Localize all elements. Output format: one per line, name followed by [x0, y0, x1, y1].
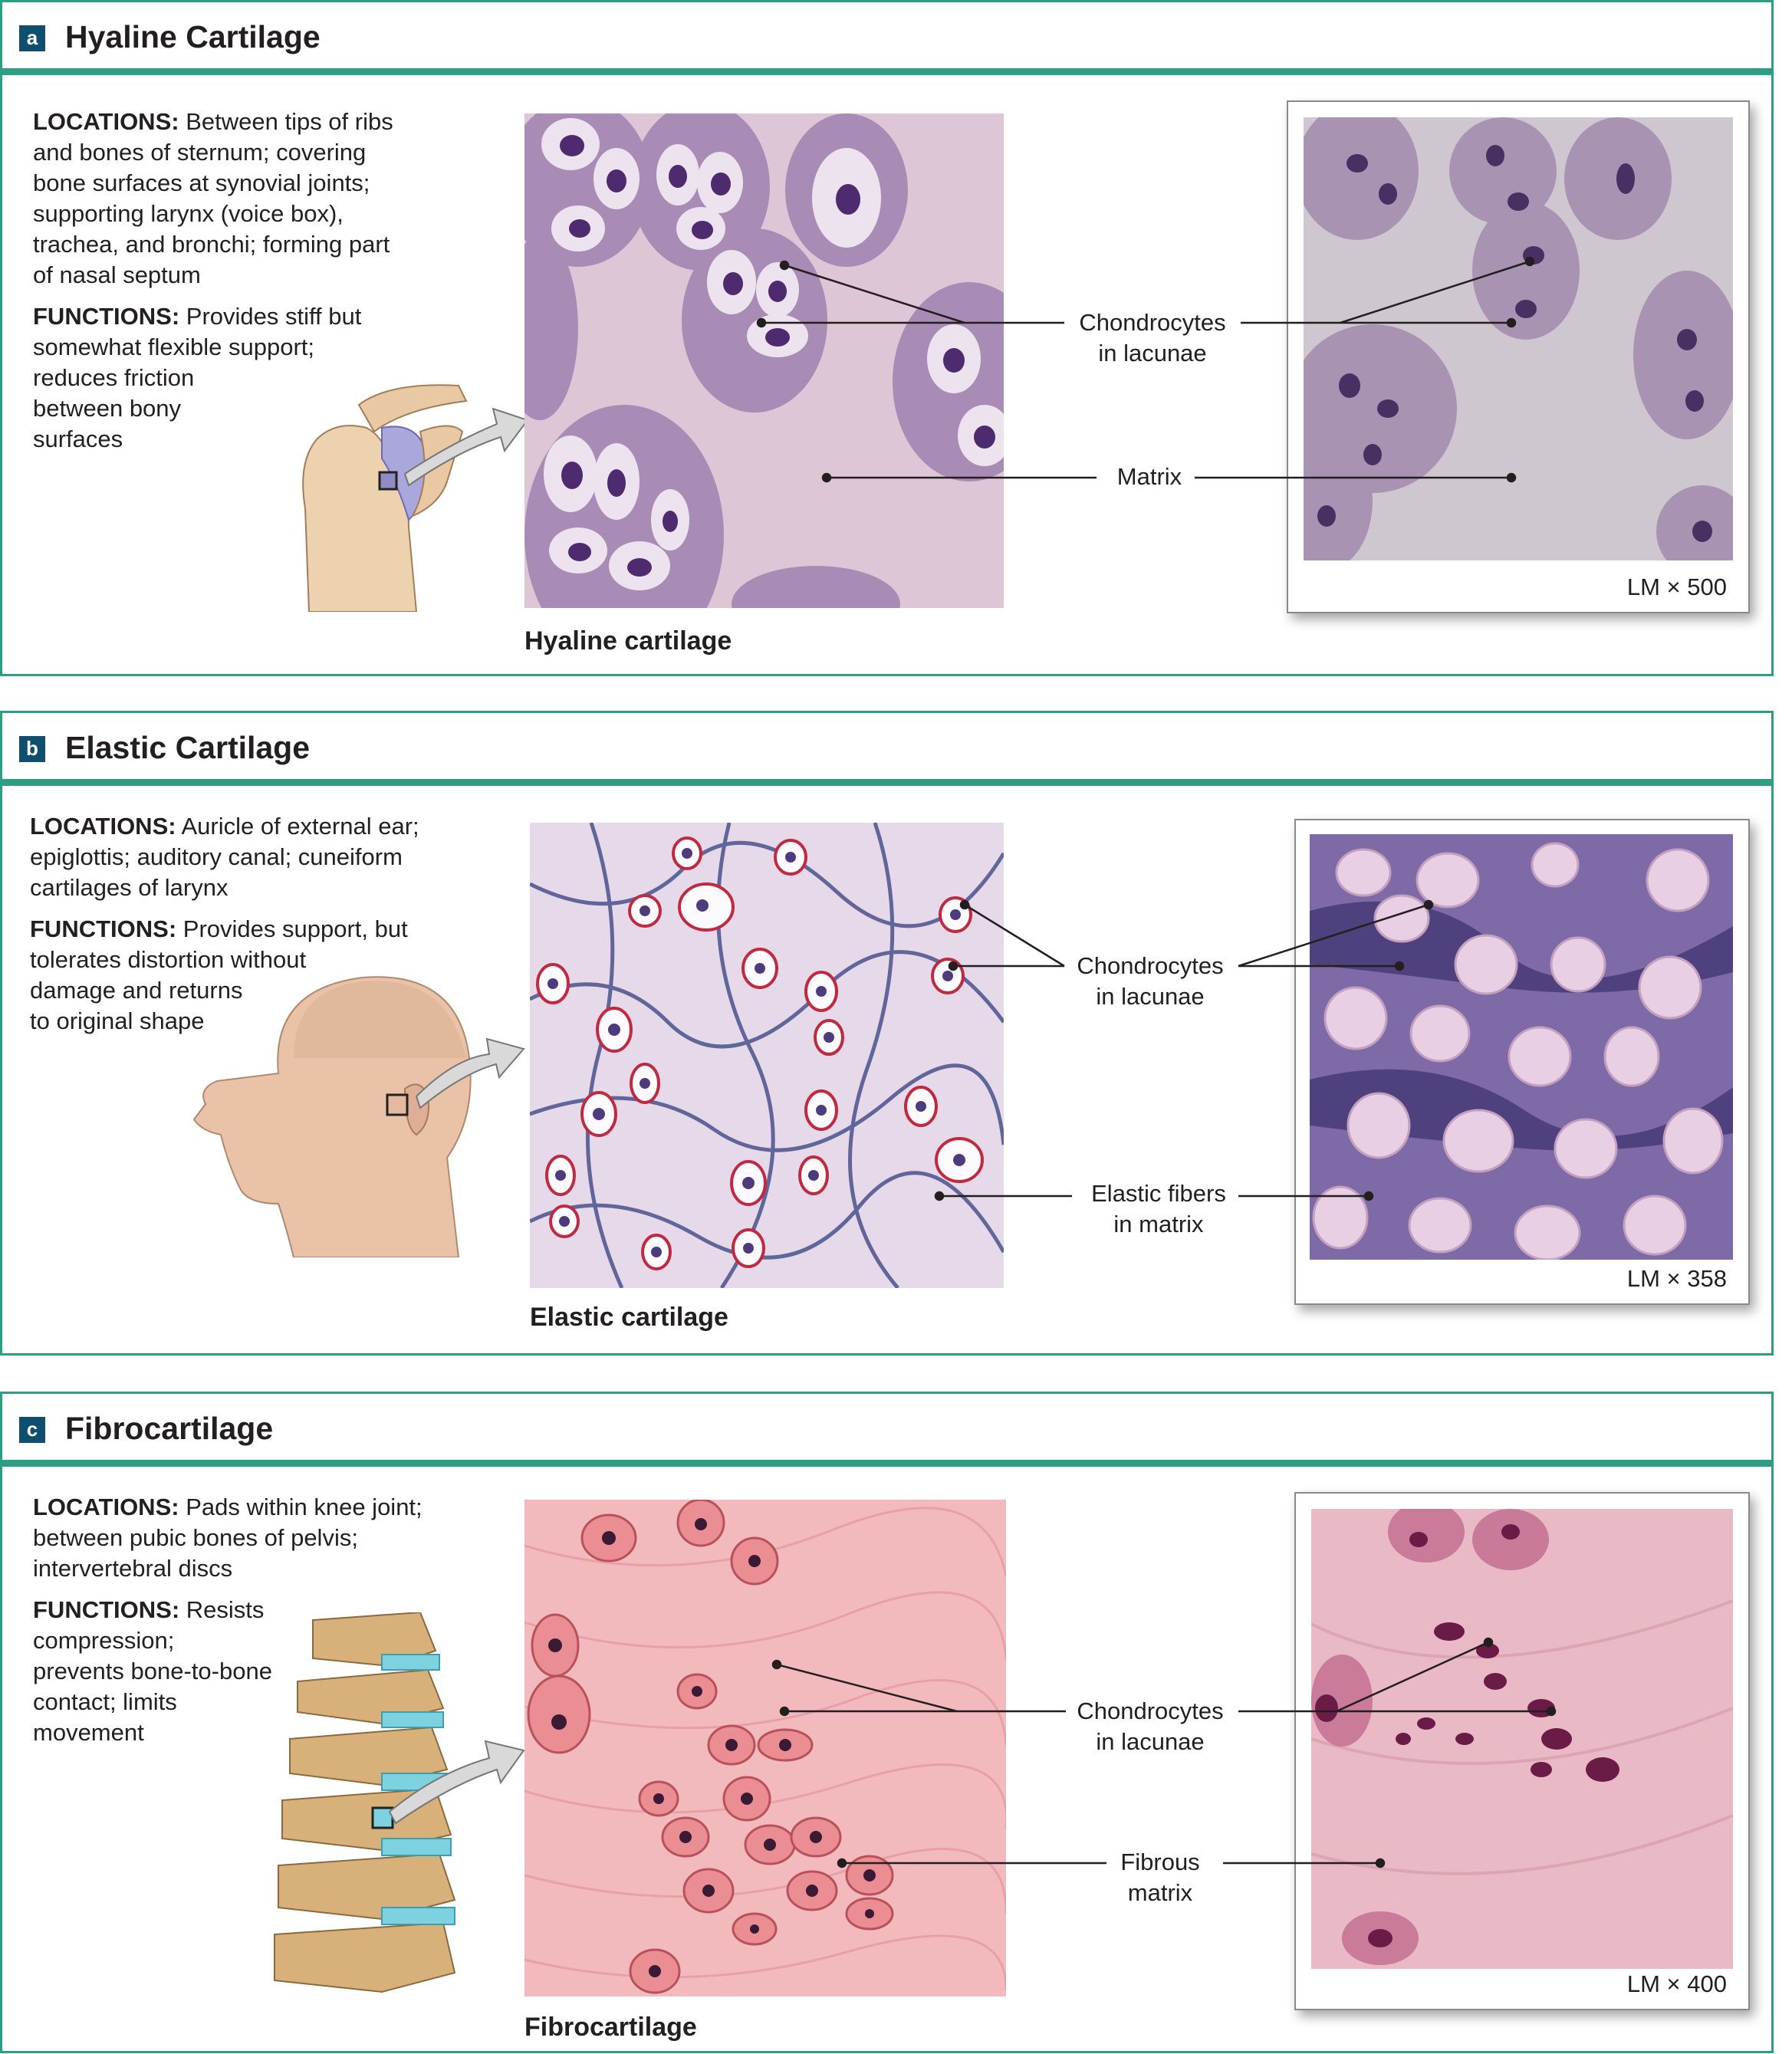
locations-line: trachea, and bronchi; forming part — [33, 231, 390, 258]
locations-line: cartilages of larynx — [30, 874, 229, 901]
head-ear-icon — [192, 976, 525, 1257]
functions-heading: FUNCTIONS: — [30, 915, 177, 942]
callout-line: in matrix — [1113, 1211, 1204, 1237]
callout-line: matrix — [1127, 1879, 1193, 1906]
panel-header: a Hyaline Cartilage — [2, 2, 1771, 75]
functions-line: surfaces — [33, 426, 123, 452]
functions-text: FUNCTIONS: Provides stiff but somewhat f… — [33, 301, 462, 455]
description: LOCATIONS: Between tips of ribs and bone… — [33, 107, 462, 465]
callout-line: in lacunae — [1096, 983, 1205, 1010]
panel-title: Hyaline Cartilage — [65, 19, 321, 54]
callout-line: Elastic fibers — [1091, 1180, 1226, 1207]
locations-text: LOCATIONS: Between tips of ribs and bone… — [33, 107, 462, 291]
locations-line: of nasal septum — [33, 261, 201, 288]
callout-line: in lacunae — [1098, 340, 1207, 366]
panel-header: c Fibrocartilage — [2, 1394, 1771, 1467]
functions-line: movement — [33, 1719, 144, 1746]
magnification-label: LM × 500 — [1626, 573, 1727, 600]
panel-badge: a — [19, 25, 45, 51]
description: LOCATIONS: Pads within knee joint; betwe… — [33, 1492, 493, 1759]
functions-line: tolerates distortion without — [30, 946, 307, 973]
micrograph — [1310, 834, 1733, 1260]
locations-text: LOCATIONS: Pads within knee joint; betwe… — [33, 1492, 493, 1584]
micrograph — [1311, 1509, 1733, 1969]
functions-line: damage and returns — [30, 977, 243, 1004]
callout-matrix: Matrix — [1050, 462, 1249, 492]
functions-line: between bony — [33, 395, 182, 422]
locations-text: LOCATIONS: Auricle of external ear; epig… — [30, 811, 490, 903]
callout-line: Chondrocytes — [1077, 1697, 1224, 1724]
functions-line: Resists — [186, 1596, 265, 1623]
locations-line: and bones of sternum; covering — [33, 139, 367, 166]
diagram-label: Elastic cartilage — [530, 1303, 728, 1332]
locations-heading: LOCATIONS: — [33, 108, 179, 135]
panel-elastic-cartilage: b Elastic Cartilage LOCATIONS: Auricle o… — [0, 711, 1774, 1356]
panel-fibrocartilage: c Fibrocartilage LOCATIONS: Pads within … — [0, 1392, 1774, 2053]
micrograph — [1304, 117, 1733, 560]
callout-elastic-fibers: Elastic fibers in matrix — [1059, 1178, 1258, 1240]
callout-chondrocytes: Chondrocytes in lacunae — [1051, 1696, 1250, 1757]
callout-line: Chondrocytes — [1077, 952, 1224, 979]
locations-line: Between tips of ribs — [186, 108, 393, 135]
functions-line: somewhat flexible support; — [33, 334, 315, 360]
fibro-diagram — [524, 1500, 1006, 1996]
functions-text: FUNCTIONS: Resists compression; prevents… — [33, 1595, 493, 1748]
elastic-diagram — [530, 823, 1004, 1288]
hyaline-diagram — [524, 113, 1004, 608]
nuclei — [560, 135, 995, 577]
magnification-label: LM × 358 — [1626, 1265, 1727, 1292]
diagram-label: Fibrocartilage — [524, 2013, 697, 2042]
functions-line: prevents bone-to-bone — [33, 1658, 272, 1684]
panel-title: Elastic Cartilage — [65, 730, 311, 765]
callout-line: Chondrocytes — [1079, 309, 1226, 336]
locations-heading: LOCATIONS: — [33, 1494, 179, 1520]
callout-fibrous-matrix: Fibrous matrix — [1060, 1847, 1260, 1908]
functions-line: Provides stiff but — [186, 303, 362, 330]
locations-line: supporting larynx (voice box), — [33, 200, 344, 227]
locations-line: between pubic bones of pelvis; — [33, 1524, 358, 1551]
functions-heading: FUNCTIONS: — [33, 1596, 180, 1623]
callout-line: Matrix — [1116, 463, 1182, 490]
panel-header: b Elastic Cartilage — [2, 713, 1771, 786]
functions-line: compression; — [33, 1627, 175, 1654]
locations-line: epiglottis; auditory canal; cuneiform — [30, 843, 403, 870]
panel-hyaline-cartilage: a Hyaline Cartilage LOCATIONS: Between t… — [0, 0, 1774, 676]
locations-line: intervertebral discs — [33, 1555, 233, 1582]
locations-heading: LOCATIONS: — [30, 813, 176, 840]
functions-heading: FUNCTIONS: — [33, 303, 180, 330]
panel-badge: c — [19, 1417, 45, 1443]
micrograph-frame: LM × 500 — [1287, 100, 1750, 613]
callout-line: Fibrous — [1120, 1849, 1200, 1875]
diagram-label: Hyaline cartilage — [524, 626, 732, 656]
description: LOCATIONS: Auricle of external ear; epig… — [30, 811, 490, 1047]
shoulder-joint-icon — [302, 384, 529, 612]
functions-text: FUNCTIONS: Provides support, but tolerat… — [30, 914, 490, 1037]
callout-chondrocytes: Chondrocytes in lacunae — [1053, 307, 1252, 369]
magnification-label: LM × 400 — [1626, 1970, 1727, 1997]
locations-line: bone surfaces at synovial joints; — [33, 169, 370, 196]
functions-line: reduces friction — [33, 364, 195, 391]
callout-chondrocytes: Chondrocytes in lacunae — [1051, 951, 1250, 1012]
micrograph-frame: LM × 358 — [1294, 819, 1750, 1305]
locations-line: Auricle of external ear; — [181, 813, 419, 840]
panel-badge: b — [19, 736, 45, 762]
functions-line: contact; limits — [33, 1688, 177, 1715]
functions-line: Provides support, but — [182, 915, 408, 942]
spine-vertebrae-icon — [274, 1612, 525, 1993]
locations-line: Pads within knee joint; — [186, 1494, 423, 1520]
functions-line: to original shape — [30, 1007, 205, 1034]
panel-title: Fibrocartilage — [65, 1411, 274, 1446]
callout-line: in lacunae — [1096, 1728, 1205, 1755]
micrograph-frame: LM × 400 — [1294, 1492, 1750, 2010]
